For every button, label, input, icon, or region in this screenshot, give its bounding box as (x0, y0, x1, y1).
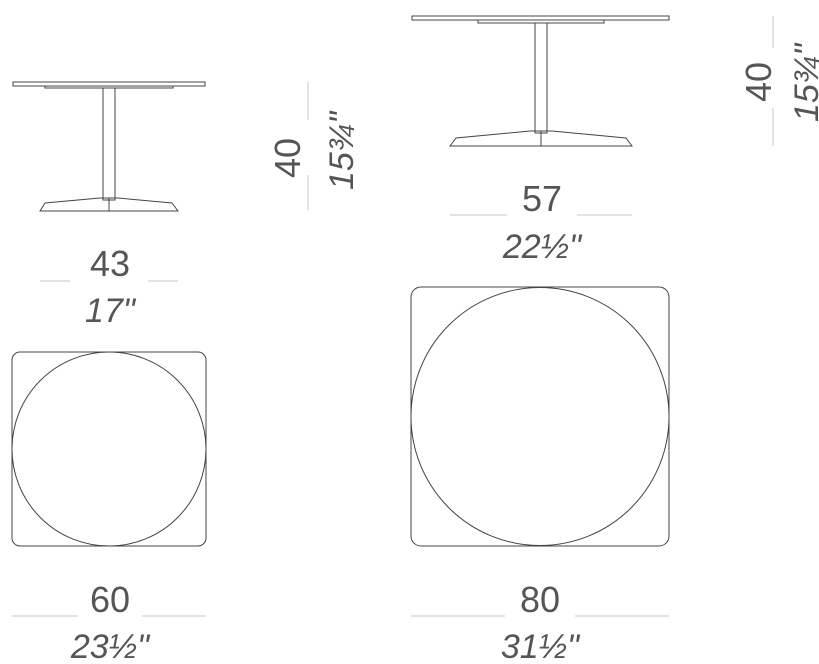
small-base-cm: 43 (90, 243, 130, 284)
small-base-in: 17" (85, 292, 137, 330)
large-base-cm: 57 (522, 178, 562, 219)
large-height-in: 15¾" (788, 42, 819, 122)
small-top-in: 23½" (70, 628, 151, 664)
large-table-top-dimension: 80 31½" (411, 579, 669, 664)
small-height-in: 15¾" (323, 110, 361, 190)
large-height-cm: 40 (738, 62, 779, 102)
large-top-in: 31½" (501, 628, 581, 664)
small-table-side-view (12, 81, 206, 212)
large-table-side-view (411, 15, 670, 147)
large-top-cm: 80 (520, 579, 560, 620)
small-table-top-dimension: 60 23½" (12, 579, 206, 664)
small-table-height-dimension: 40 15¾" (267, 82, 361, 210)
large-table-top-view (410, 286, 670, 547)
large-table-base-dimension: 57 22½" (450, 178, 632, 266)
large-base-in: 22½" (502, 228, 583, 266)
small-table-top-view (11, 351, 207, 547)
small-table-base-dimension: 43 17" (40, 243, 178, 330)
small-height-cm: 40 (267, 138, 308, 178)
small-top-cm: 60 (90, 579, 130, 620)
large-table-height-dimension: 40 15¾" (738, 16, 819, 146)
